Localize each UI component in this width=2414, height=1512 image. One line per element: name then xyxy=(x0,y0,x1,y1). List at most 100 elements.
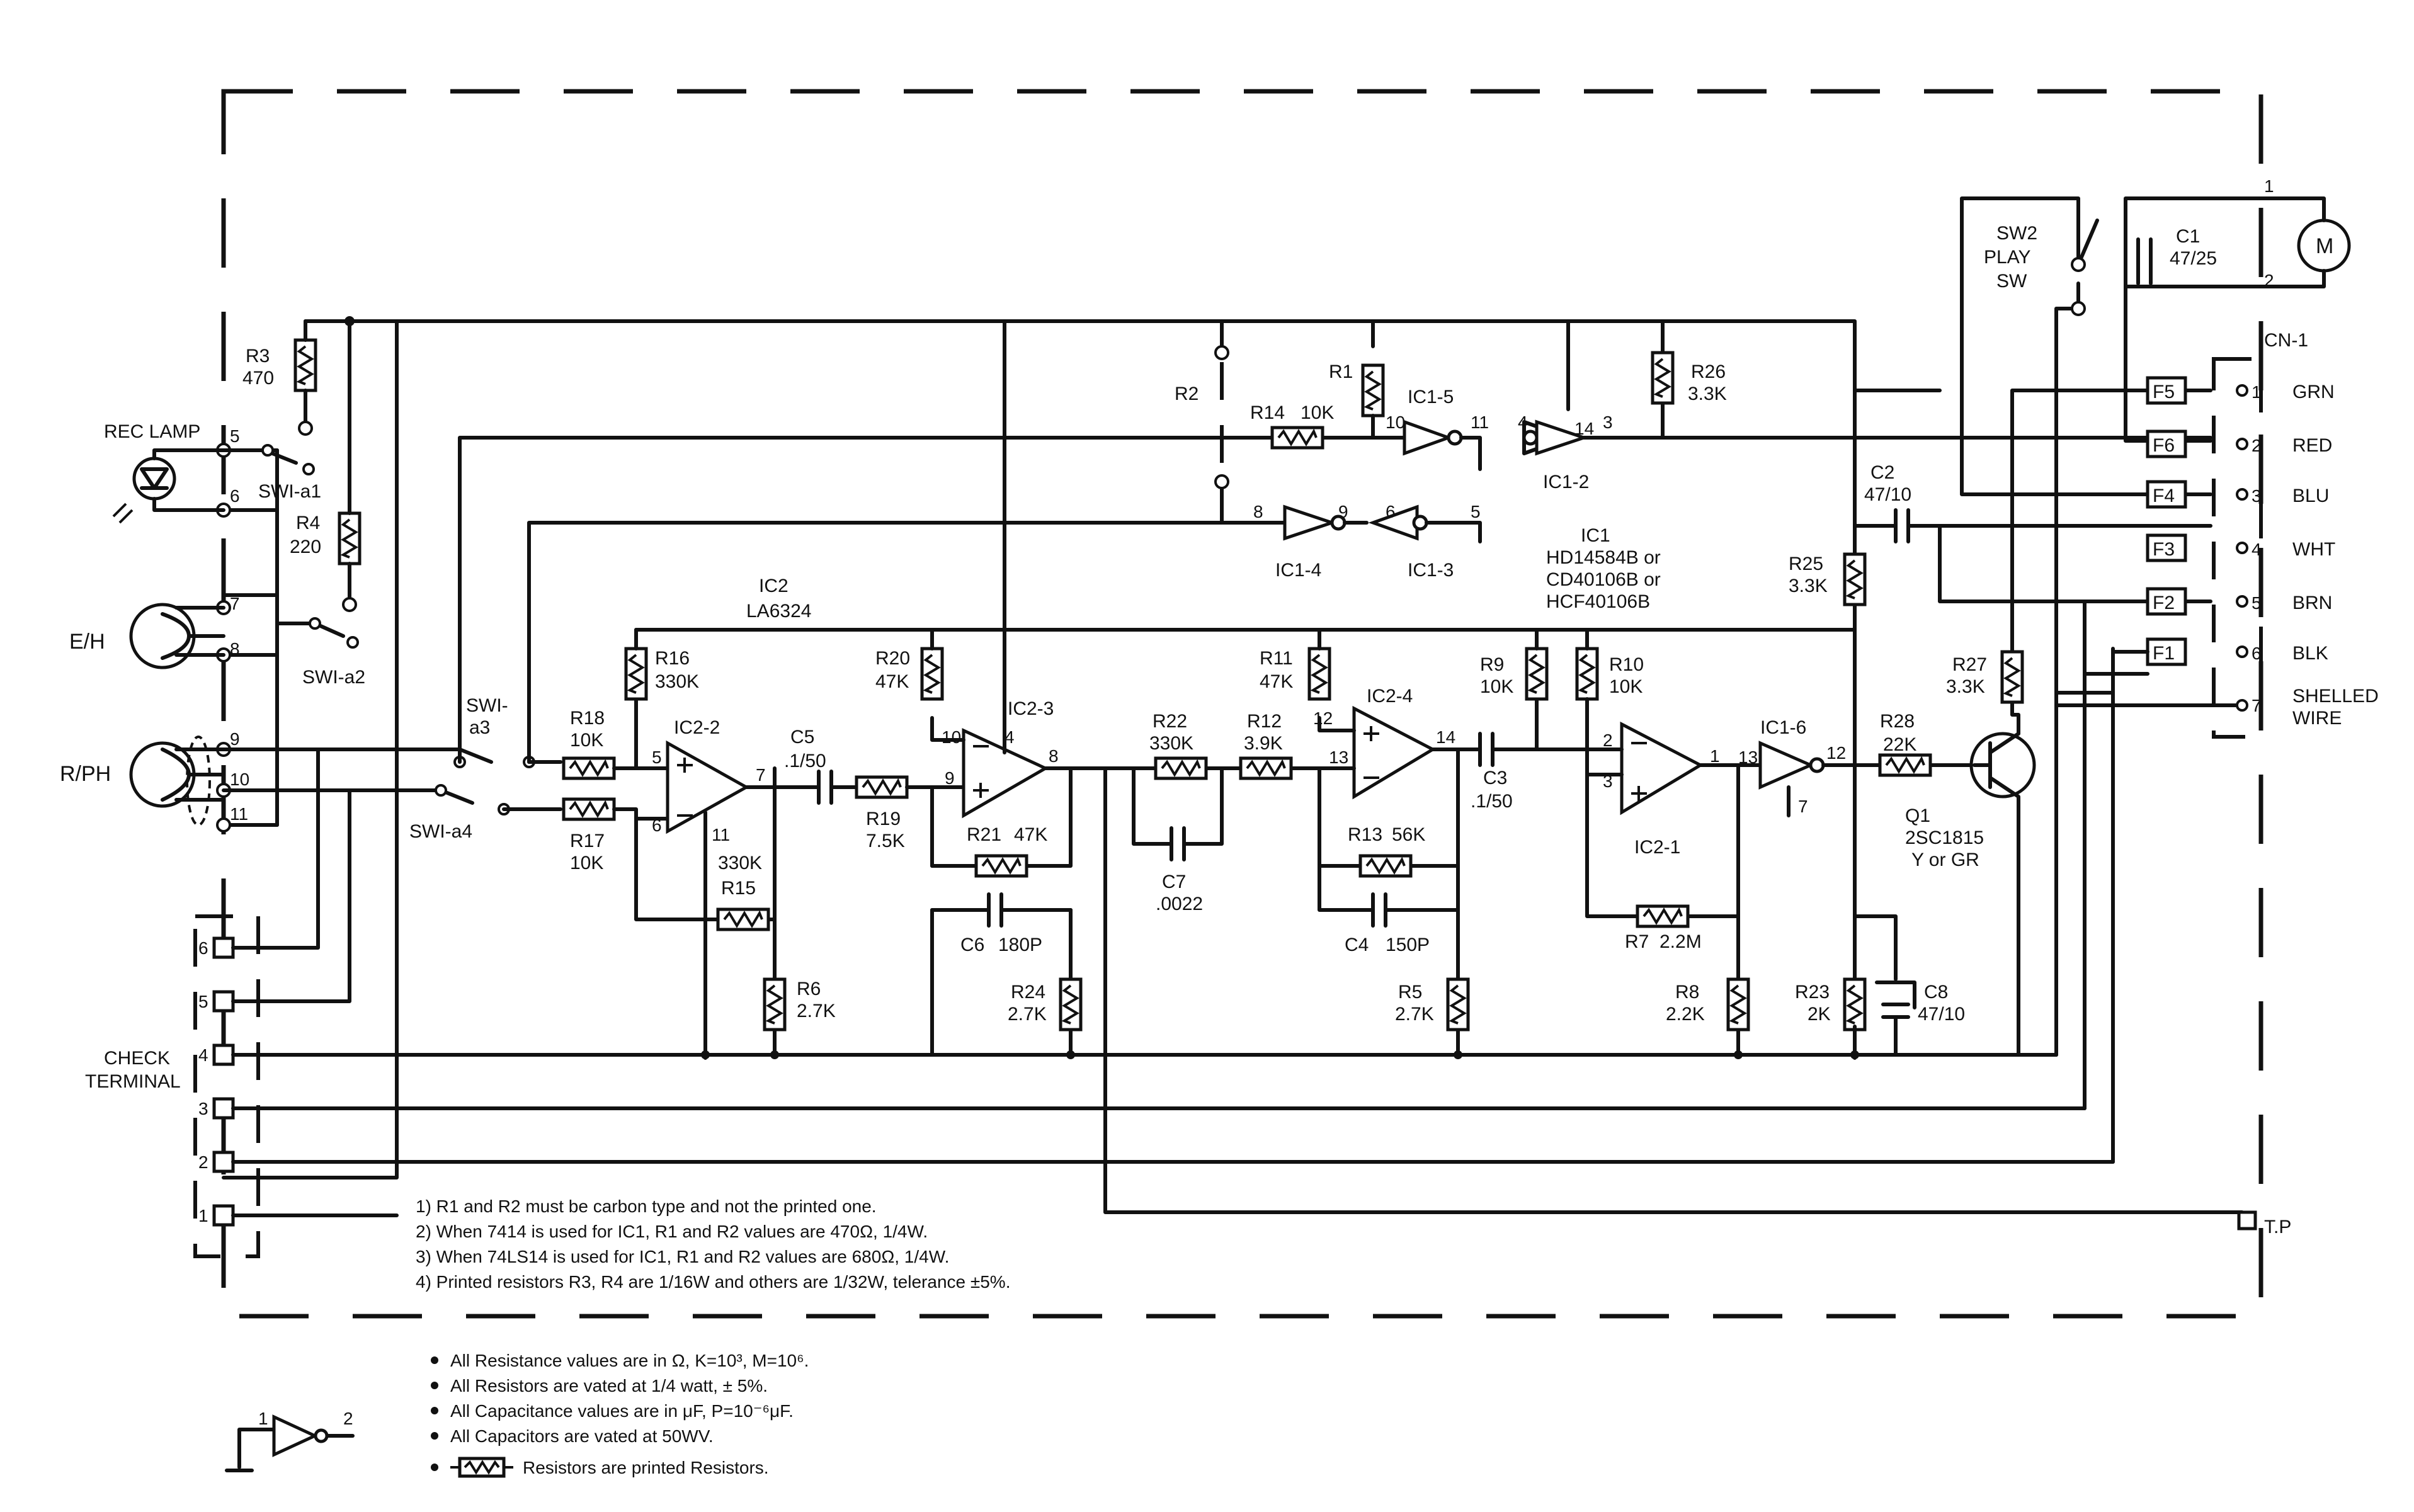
svg-text:IC1-2: IC1-2 xyxy=(1543,472,1589,492)
svg-text:All Capacitance values are in: All Capacitance values are in μF, P=10⁻⁶… xyxy=(450,1401,794,1421)
svg-text:R21: R21 xyxy=(967,824,1001,845)
eh-head xyxy=(129,603,225,669)
svg-text:47K: 47K xyxy=(1260,671,1293,692)
svg-text:7: 7 xyxy=(2252,696,2262,715)
ic2-3-opamp xyxy=(930,319,1049,1057)
svg-text:4: 4 xyxy=(1518,412,1528,432)
rph-head xyxy=(129,736,225,826)
svg-text:SWI-: SWI- xyxy=(466,695,508,716)
svg-text:R/PH: R/PH xyxy=(60,762,111,786)
svg-text:BLU: BLU xyxy=(2292,486,2329,506)
svg-text:3.3K: 3.3K xyxy=(1688,384,1727,404)
svg-text:R1: R1 xyxy=(1329,361,1353,382)
svg-text:10K: 10K xyxy=(1480,676,1513,697)
svg-text:10: 10 xyxy=(942,727,961,747)
svg-text:C4: C4 xyxy=(1345,935,1369,955)
svg-text:10: 10 xyxy=(1386,412,1405,432)
svg-text:E/H: E/H xyxy=(69,630,105,654)
svg-text:56K: 56K xyxy=(1392,824,1425,845)
svg-text:11: 11 xyxy=(230,804,248,824)
svg-text:5: 5 xyxy=(198,992,208,1011)
svg-text:6: 6 xyxy=(2252,644,2262,663)
svg-text:R15: R15 xyxy=(721,878,756,899)
svg-text:C1: C1 xyxy=(2176,226,2200,247)
svg-text:2: 2 xyxy=(2264,271,2274,290)
svg-text:3: 3 xyxy=(2252,486,2262,506)
svg-text:12: 12 xyxy=(1826,743,1846,763)
svg-text:470: 470 xyxy=(242,368,274,389)
svg-text:R8: R8 xyxy=(1675,982,1699,1003)
svg-text:CN-1: CN-1 xyxy=(2264,330,2308,351)
svg-text:SW: SW xyxy=(1996,271,2027,292)
svg-text:3: 3 xyxy=(198,1099,208,1118)
svg-text:11: 11 xyxy=(712,825,730,844)
svg-text:R24: R24 xyxy=(1011,982,1045,1003)
svg-text:47K: 47K xyxy=(1014,824,1047,845)
svg-text:R11: R11 xyxy=(1260,648,1293,669)
svg-text:R14: R14 xyxy=(1250,402,1285,423)
svg-text:R22: R22 xyxy=(1153,711,1187,732)
svg-text:8: 8 xyxy=(230,639,240,659)
svg-text:SHELLED: SHELLED xyxy=(2292,686,2379,707)
svg-text:PLAY: PLAY xyxy=(1984,247,2031,268)
svg-text:2.7K: 2.7K xyxy=(1008,1004,1047,1025)
svg-text:SWI-a2: SWI-a2 xyxy=(302,667,365,688)
svg-text:R20: R20 xyxy=(875,648,910,669)
svg-text:2.2K: 2.2K xyxy=(1666,1004,1705,1025)
svg-text:3.3K: 3.3K xyxy=(1946,676,1985,697)
svg-text:47K: 47K xyxy=(875,671,909,692)
svg-text:Resistors are printed Resistor: Resistors are printed Resistors. xyxy=(523,1458,769,1477)
svg-text:All Resistance values are in Ω: All Resistance values are in Ω, K=10³, M… xyxy=(450,1351,809,1370)
svg-text:330K: 330K xyxy=(1149,733,1193,754)
rec-lamp-led xyxy=(112,448,225,524)
svg-text:LA6324: LA6324 xyxy=(746,601,811,622)
svg-text:13: 13 xyxy=(1329,747,1348,767)
svg-text:47/10: 47/10 xyxy=(1918,1004,1965,1025)
svg-text:IC1-5: IC1-5 xyxy=(1408,387,1454,407)
svg-text:8: 8 xyxy=(1253,502,1263,521)
svg-text:2: 2 xyxy=(198,1152,208,1172)
svg-text:R4: R4 xyxy=(296,513,320,533)
svg-text:47/25: 47/25 xyxy=(2170,248,2217,269)
svg-text:HD14584B or: HD14584B or xyxy=(1546,547,1661,568)
svg-text:2) When 7414 is used for IC1,: 2) When 7414 is used for IC1, R1 and R2 … xyxy=(416,1222,928,1241)
component-labels: R3 470 R4 220 REC LAMP SWI-a1 SWI-a2 SWI… xyxy=(60,223,2379,1237)
svg-text:IC1-4: IC1-4 xyxy=(1275,560,1321,581)
svg-text:5: 5 xyxy=(2252,593,2262,613)
pin-numbers: 56 78 910 11 65 43 21 56 117 910 48 1213… xyxy=(198,176,2274,1428)
left-section xyxy=(112,316,2115,1258)
inverter-legend-symbol xyxy=(225,1414,355,1472)
svg-text:5: 5 xyxy=(1471,502,1481,521)
ic1-gate-chain xyxy=(1214,319,2212,543)
svg-text:2.7K: 2.7K xyxy=(1395,1004,1434,1025)
svg-text:7.5K: 7.5K xyxy=(866,831,905,851)
svg-text:IC2-1: IC2-1 xyxy=(1634,837,1680,858)
svg-text:C7: C7 xyxy=(1162,872,1186,892)
svg-text:3: 3 xyxy=(1603,412,1613,432)
svg-text:R27: R27 xyxy=(1952,654,1987,675)
svg-text:C5: C5 xyxy=(790,727,814,747)
svg-text:13: 13 xyxy=(1738,747,1758,767)
svg-text:10K: 10K xyxy=(1609,676,1643,697)
svg-text:9: 9 xyxy=(945,768,955,788)
svg-text:F6: F6 xyxy=(2153,435,2175,456)
svg-text:IC1-3: IC1-3 xyxy=(1408,560,1454,581)
svg-text:Y or GR: Y or GR xyxy=(1911,850,1979,870)
svg-text:All Capacitors are vated at 50: All Capacitors are vated at 50WV. xyxy=(450,1426,714,1446)
svg-text:F2: F2 xyxy=(2153,593,2175,613)
svg-text:10K: 10K xyxy=(570,853,603,873)
svg-text:5: 5 xyxy=(652,747,662,767)
svg-text:2: 2 xyxy=(2252,436,2262,455)
svg-text:6: 6 xyxy=(1386,502,1396,521)
svg-text:2SC1815: 2SC1815 xyxy=(1905,827,1984,848)
svg-text:1: 1 xyxy=(198,1206,208,1225)
svg-text:3.9K: 3.9K xyxy=(1244,733,1283,754)
svg-text:6: 6 xyxy=(230,486,240,506)
svg-text:11: 11 xyxy=(1471,412,1489,432)
svg-text:4: 4 xyxy=(1005,727,1015,747)
notes-block: 1) R1 and R2 must be carbon type and not… xyxy=(416,1197,1010,1292)
svg-text:R13: R13 xyxy=(1348,824,1382,845)
svg-text:SWI-a1: SWI-a1 xyxy=(258,481,321,502)
svg-text:C2: C2 xyxy=(1870,462,1894,483)
svg-text:R26: R26 xyxy=(1691,361,1726,382)
